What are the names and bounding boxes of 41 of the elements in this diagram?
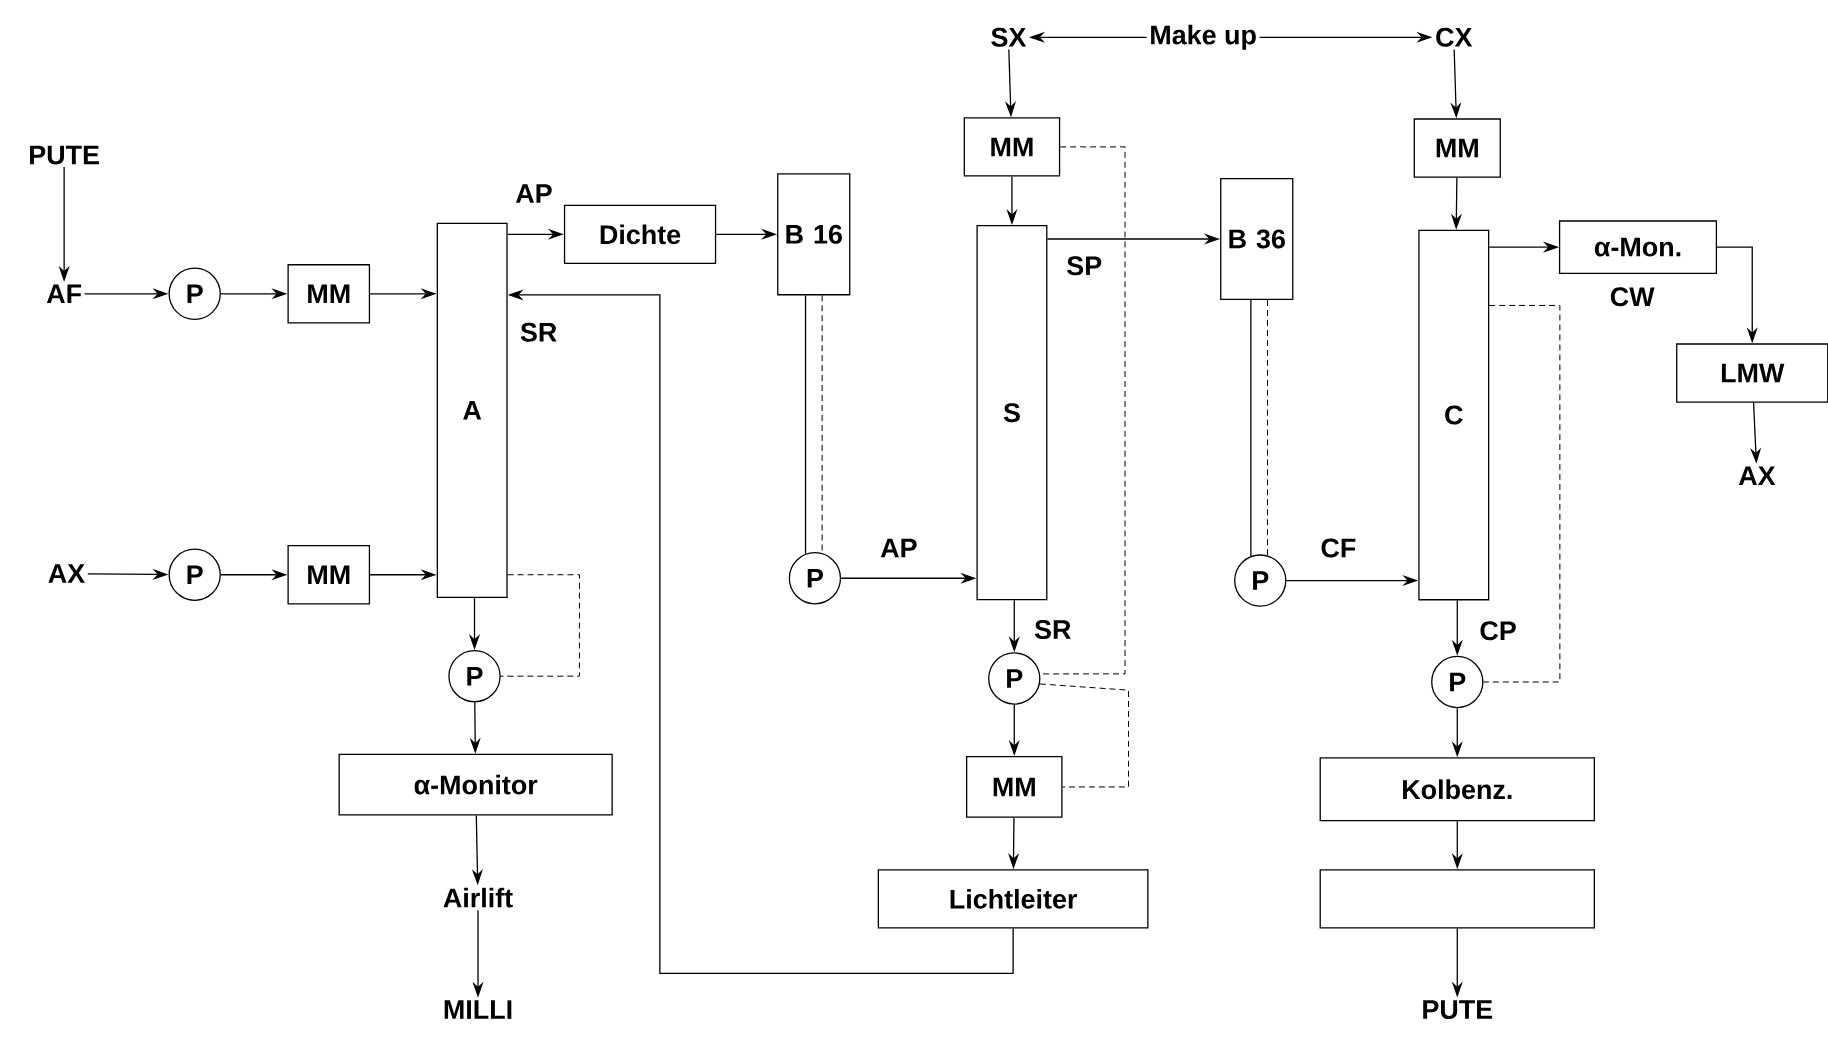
stream-label: CX [1436, 28, 1473, 48]
edge-label: SR [1033, 619, 1073, 641]
column-box: S [976, 225, 1048, 601]
stream-label: SX [991, 28, 1027, 48]
dashed-line [1039, 683, 1129, 788]
process-box: Lichtleiter [877, 869, 1149, 929]
process-box: MM [963, 117, 1061, 177]
tank-box: B 16 [777, 173, 851, 296]
dashed-line [1483, 305, 1561, 683]
stream-label: Airlift [443, 888, 513, 908]
process-box: Kolbenz. [1319, 757, 1595, 822]
stream-label: Make up [1151, 25, 1256, 51]
dashed-line [1267, 299, 1268, 557]
process-box: Dichte [563, 204, 717, 265]
process-box: LMW [1676, 343, 1828, 403]
stream-label: PUTE [30, 145, 99, 165]
process-box: MM [966, 756, 1063, 818]
edge-label: CF [1319, 537, 1358, 559]
process-box: MM [287, 545, 371, 605]
edge-label: SP [1065, 255, 1104, 277]
edge-label: AP [514, 183, 554, 204]
edge-label: SR [518, 321, 559, 343]
dashed-line [500, 574, 580, 677]
stream-label: AX [1738, 466, 1776, 486]
column-box: C [1418, 229, 1490, 601]
connector-line [804, 294, 807, 555]
edge-label: CP [1478, 620, 1518, 642]
stream-label: PUTE [1423, 1000, 1493, 1020]
process-box: MM [287, 264, 371, 324]
process-box: MM [1413, 118, 1501, 178]
tank-box: B 36 [1220, 178, 1294, 301]
connector-line [1250, 299, 1252, 557]
stream-label: AF [46, 284, 82, 304]
column-box: A [436, 222, 508, 599]
stream-label: CW [1610, 287, 1655, 307]
process-box: α-Monitor [338, 753, 613, 816]
stream-label: MILLI [444, 1000, 512, 1020]
process-box: α-Mon. [1558, 220, 1718, 275]
edge-label: AP [879, 537, 919, 559]
stream-label: AX [48, 564, 85, 584]
process-box [1319, 869, 1595, 929]
